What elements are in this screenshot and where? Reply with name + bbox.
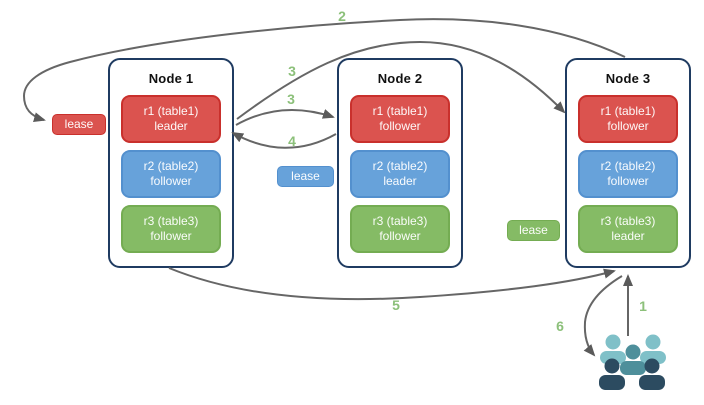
node-3-title: Node 3 xyxy=(605,71,651,86)
users-icon xyxy=(599,334,666,390)
arrow-step4-node2-to-leader xyxy=(231,132,337,149)
node2-replica-r2: r2 (table2) leader xyxy=(350,150,450,198)
replica-role: leader xyxy=(383,174,417,188)
lease-chip-node2: lease xyxy=(277,166,334,187)
replica-role: follower xyxy=(150,229,192,243)
replica-name: r2 (table2) xyxy=(372,159,428,173)
lease-chip-node3: lease xyxy=(507,220,560,241)
arrow-step3-leader-to-node2 xyxy=(235,108,335,126)
replica-name: r3 (table3) xyxy=(372,214,428,228)
replica-name: r1 (table1) xyxy=(600,104,656,118)
replica-role: follower xyxy=(379,119,421,133)
step-label-6: 6 xyxy=(556,318,564,334)
step-label-4: 4 xyxy=(288,133,296,149)
node2-replica-r1: r1 (table1) follower xyxy=(350,95,450,143)
replica-role: leader xyxy=(154,119,188,133)
node-2-title: Node 2 xyxy=(377,71,423,86)
node-3: Node 3 r1 (table1) follower r2 (table2) … xyxy=(565,58,691,268)
node-1-title: Node 1 xyxy=(148,71,194,86)
node1-replica-r2: r2 (table2) follower xyxy=(121,150,221,198)
node1-replica-r3: r3 (table3) follower xyxy=(121,205,221,253)
step-label-5: 5 xyxy=(392,297,400,313)
node3-replica-r2: r2 (table2) follower xyxy=(578,150,678,198)
replica-role: follower xyxy=(379,229,421,243)
replica-role: follower xyxy=(607,174,649,188)
replica-name: r3 (table3) xyxy=(600,214,656,228)
replica-role: follower xyxy=(150,174,192,188)
node3-replica-r1: r1 (table1) follower xyxy=(578,95,678,143)
step-label-3b: 3 xyxy=(287,91,295,107)
arrow-step5-node1-to-node3 xyxy=(168,267,616,301)
node-2: Node 2 r1 (table1) follower r2 (table2) … xyxy=(337,58,463,268)
node3-replica-r3: r3 (table3) leader xyxy=(578,205,678,253)
replica-role: follower xyxy=(607,119,649,133)
step-label-3a: 3 xyxy=(288,63,296,79)
lease-chip-node1: lease xyxy=(52,114,106,135)
replica-name: r2 (table2) xyxy=(600,159,656,173)
replica-name: r1 (table1) xyxy=(372,104,428,118)
step-label-2: 2 xyxy=(338,8,346,24)
node1-replica-r1: r1 (table1) leader xyxy=(121,95,221,143)
replica-name: r2 (table2) xyxy=(143,159,199,173)
node-1: Node 1 r1 (table1) leader r2 (table2) fo… xyxy=(108,58,234,268)
step-label-1: 1 xyxy=(639,298,647,314)
node2-replica-r3: r3 (table3) follower xyxy=(350,205,450,253)
replica-role: leader xyxy=(611,229,645,243)
replica-name: r3 (table3) xyxy=(143,214,199,228)
replica-name: r1 (table1) xyxy=(143,104,199,118)
